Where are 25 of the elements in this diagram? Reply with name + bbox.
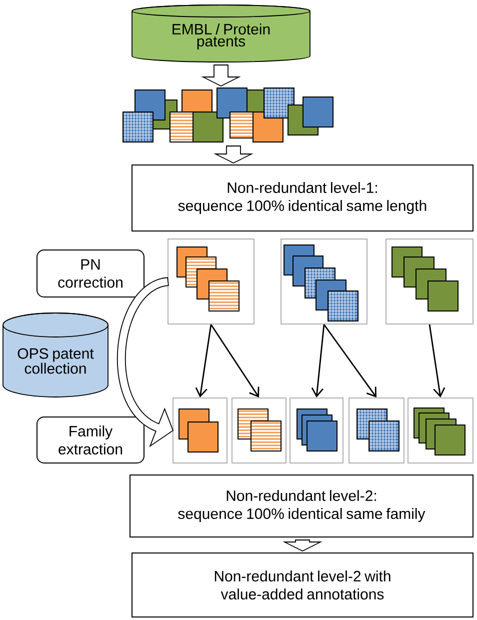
database-cylinder: OPS patent collection xyxy=(2,312,108,398)
arrow xyxy=(282,540,322,552)
process-box: PN correction xyxy=(36,250,144,298)
arrow xyxy=(201,64,241,86)
group-box xyxy=(348,398,404,464)
group-box xyxy=(232,398,286,464)
arrow xyxy=(214,146,254,164)
group-box xyxy=(280,238,368,324)
arrow xyxy=(311,324,325,398)
level-box: Non-redundant level-1: sequence 100% identical same length xyxy=(132,164,474,232)
arrow xyxy=(116,277,174,448)
level-box: Non-redundant level-2: sequence 100% identical same family xyxy=(130,474,474,538)
squares-drawing xyxy=(122,88,334,142)
group-box xyxy=(386,238,474,324)
group-box xyxy=(172,398,228,464)
arrow xyxy=(428,324,446,398)
process-box: Family extraction xyxy=(36,416,144,464)
group-box xyxy=(290,398,344,464)
arrow xyxy=(210,324,260,398)
group-box xyxy=(168,238,254,324)
database-cylinder: EMBL / Protein patents xyxy=(132,4,310,62)
arrow xyxy=(195,324,212,398)
arrow xyxy=(323,324,376,398)
group-box xyxy=(408,398,474,464)
level-box: Non-redundant level-2 with value-added annotations xyxy=(132,552,474,618)
